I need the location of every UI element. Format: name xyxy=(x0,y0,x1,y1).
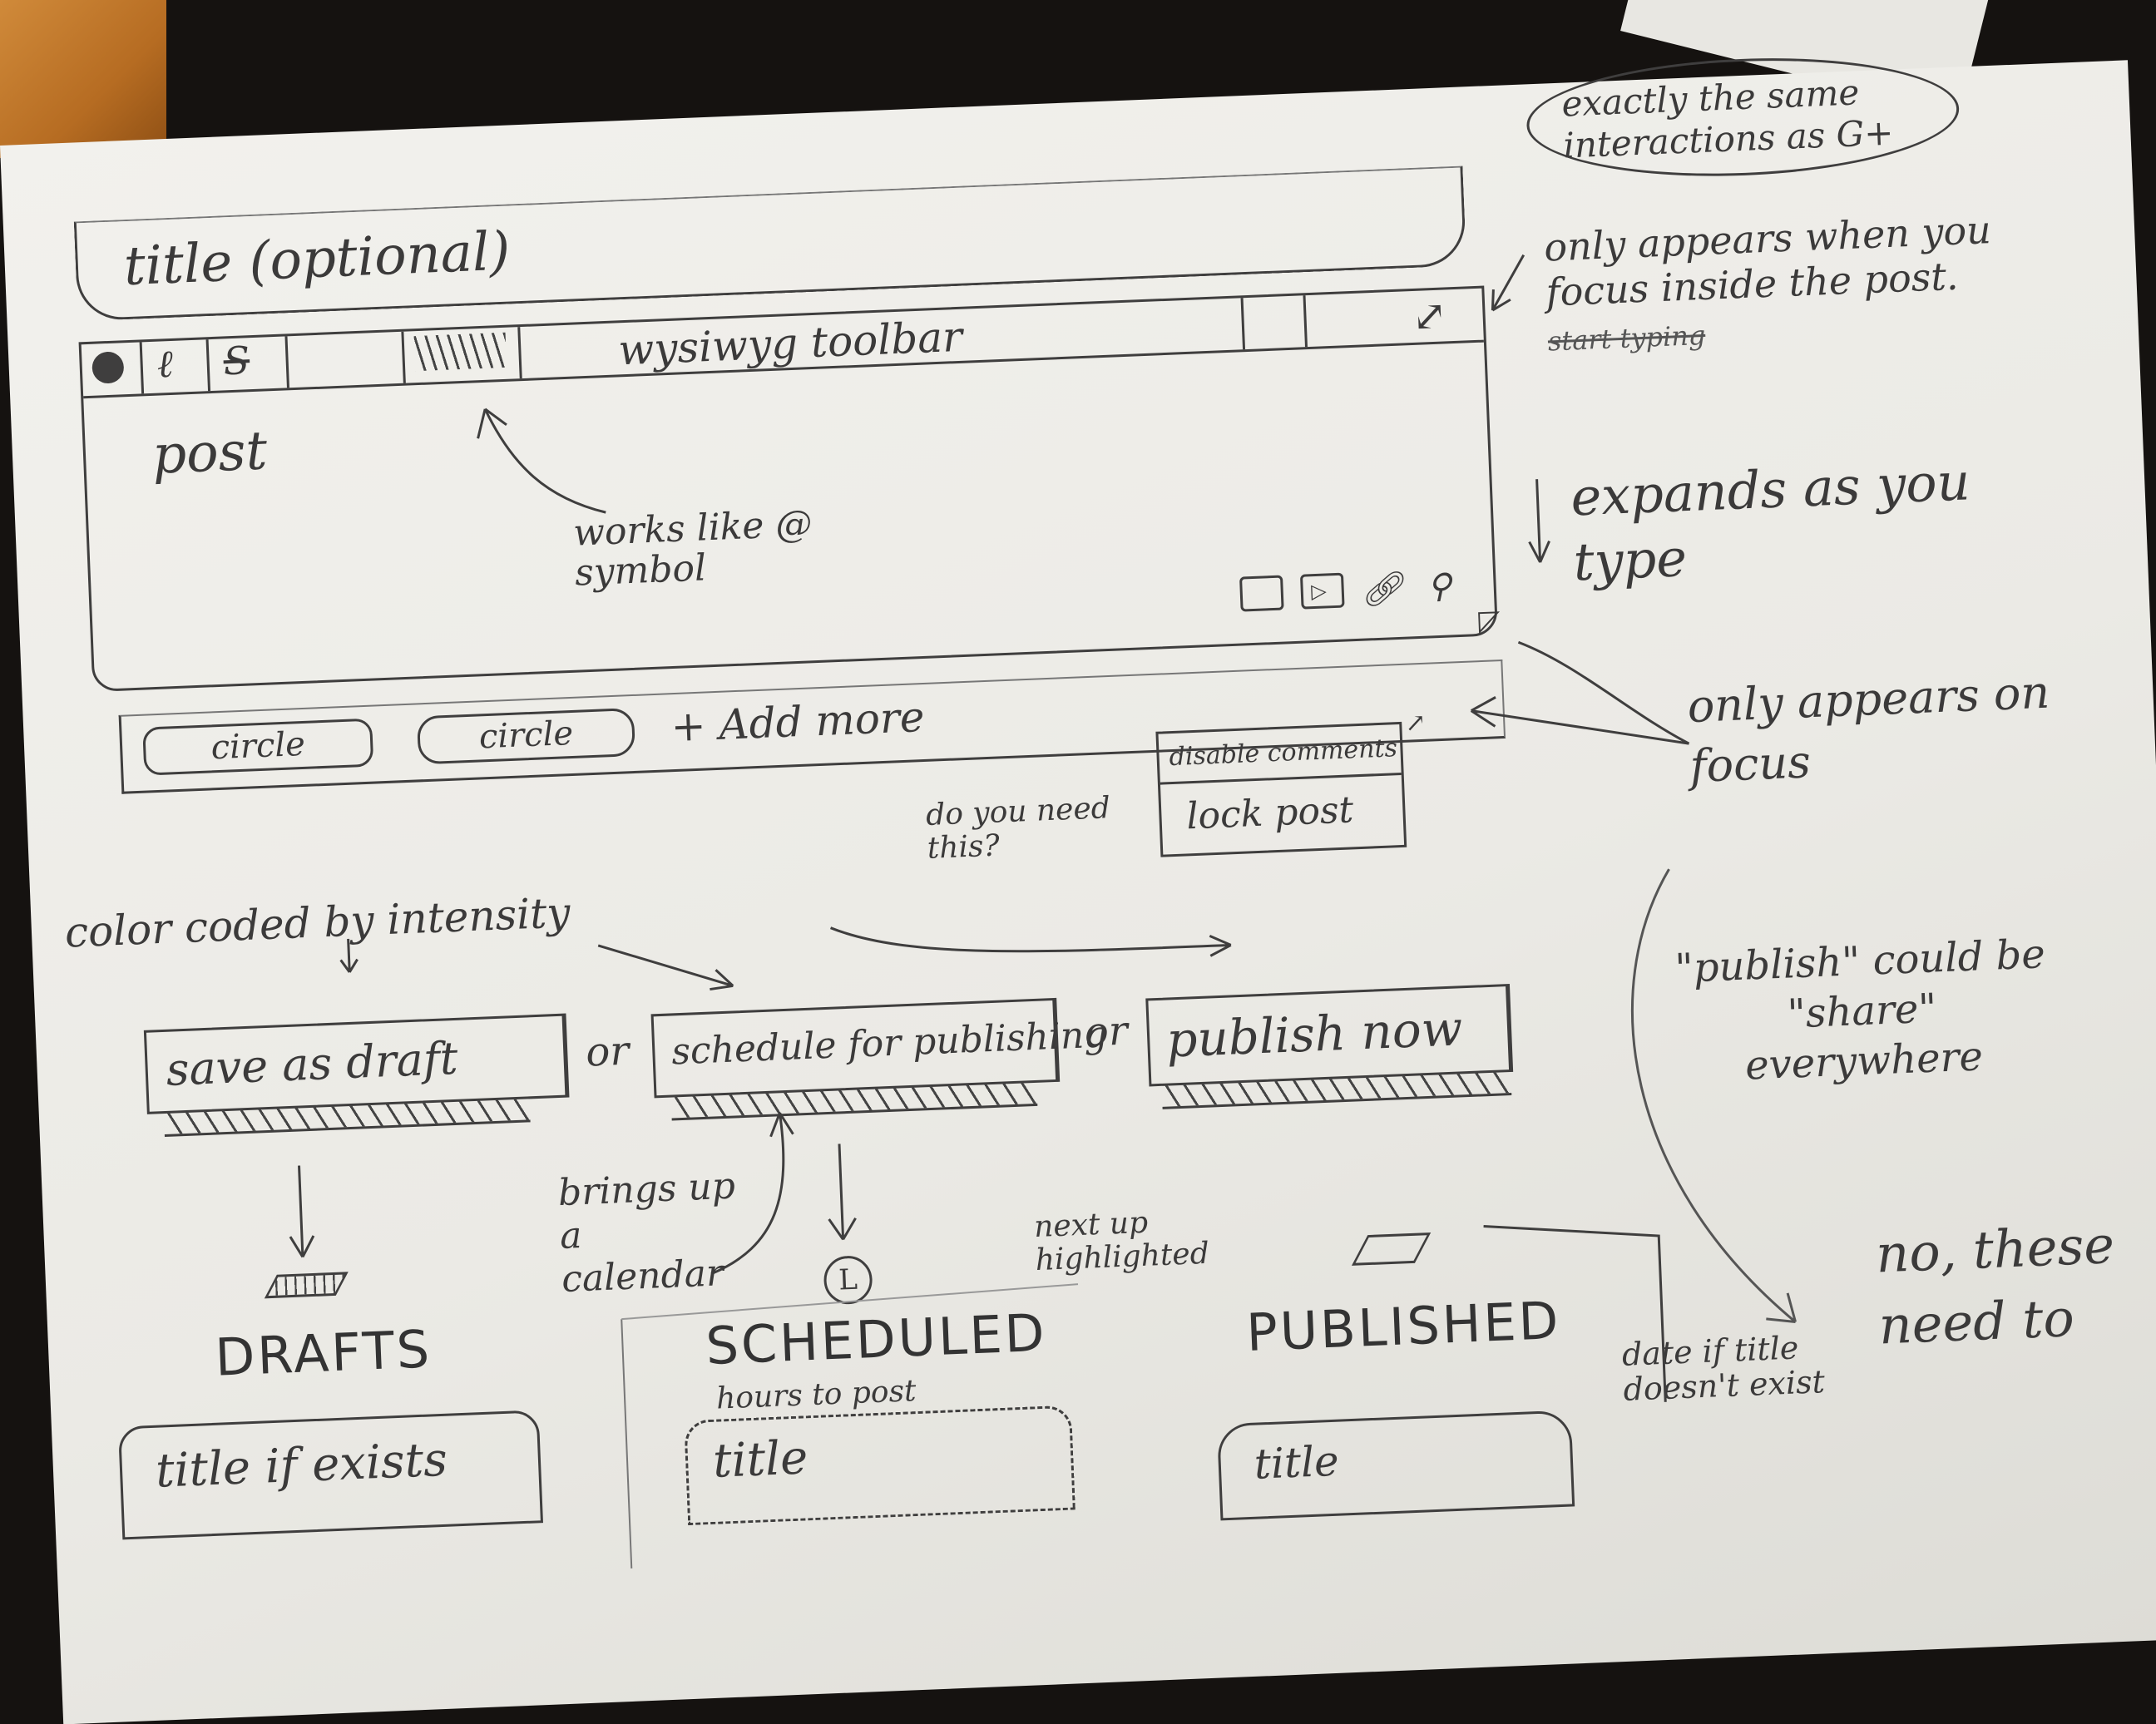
mention-icon[interactable] xyxy=(413,332,507,372)
note-on-focus: only appears on focus xyxy=(1686,665,2051,793)
arrow-on-focus xyxy=(1470,640,1690,745)
toolbar-label: wysiwyg toolbar xyxy=(617,312,963,375)
arrows-color-coded xyxy=(339,926,1232,991)
strikethrough-icon[interactable]: S xyxy=(222,338,251,384)
note-same-interactions: exactly the same interactions as G+ xyxy=(1524,50,1961,185)
note-publish-share: "publish" could be "share" everywhere xyxy=(1674,931,2046,1089)
bold-icon[interactable] xyxy=(91,351,125,384)
or-label: or xyxy=(1083,1007,1129,1056)
scheduled-bracket xyxy=(621,1224,1667,1568)
arrow-publish-share xyxy=(1630,868,1797,1324)
note-no-these: no, these need to xyxy=(1874,1214,2116,1356)
post-placeholder: post xyxy=(151,420,269,487)
drafts-heading: DRAFTS xyxy=(214,1318,433,1388)
divider xyxy=(205,339,211,392)
sketch-sheet: exactly the same interactions as G+ titl… xyxy=(0,50,2156,1724)
title-placeholder: title (optional) xyxy=(122,220,512,299)
publish-now-button[interactable]: publish now xyxy=(1145,983,1514,1087)
arrow-toolbar xyxy=(1491,254,1526,312)
italic-icon[interactable]: ℓ xyxy=(156,340,174,387)
attach-icons: ▷ 🔗︎ ⚲ xyxy=(1239,564,1459,614)
camera-icon[interactable] xyxy=(1239,575,1284,612)
save-draft-label: save as draft xyxy=(165,1031,459,1096)
resize-handle-icon[interactable]: ◸ xyxy=(1477,604,1501,639)
divider xyxy=(284,336,289,388)
expand-icon[interactable]: ⤢ xyxy=(1411,291,1448,342)
or-label: or xyxy=(585,1027,630,1076)
divider xyxy=(1240,298,1246,350)
divider xyxy=(401,331,406,383)
flow-arrows xyxy=(289,1144,857,1258)
arrow-calendar xyxy=(710,1112,794,1276)
divider xyxy=(517,327,522,379)
circle-chip[interactable]: circle xyxy=(416,707,636,765)
drafts-card[interactable]: title if exists xyxy=(117,1410,543,1540)
struck-text: start typing xyxy=(1547,319,1706,358)
arrow-expands xyxy=(1528,479,1550,563)
circle-chip[interactable]: circle xyxy=(142,718,374,776)
link-icon[interactable]: 🔗︎ xyxy=(1360,568,1411,610)
add-more-link[interactable]: + Add more xyxy=(670,692,926,752)
post-options-menu: disable comments lock post xyxy=(1155,721,1407,857)
note-mention: works like @ symbol xyxy=(572,502,813,595)
note-toolbar-appears: only appears when you focus inside the p… xyxy=(1543,207,1992,358)
divider xyxy=(139,342,145,394)
location-icon[interactable]: ⚲ xyxy=(1426,566,1459,606)
drafts-card-title: title if exists xyxy=(154,1432,448,1499)
lock-post-option[interactable]: lock post xyxy=(1185,788,1355,838)
note-do-you-need: do you need this? xyxy=(925,791,1111,866)
divider xyxy=(1303,295,1308,348)
note-expands: expands as you type xyxy=(1570,451,1971,593)
drafts-icon xyxy=(264,1272,349,1299)
desk-corner xyxy=(0,0,166,158)
publish-now-label: publish now xyxy=(1165,1000,1464,1069)
menu-expand-icon: ↗ xyxy=(1404,708,1427,739)
schedule-label: schedule for publishing xyxy=(670,1013,1109,1074)
video-icon[interactable]: ▷ xyxy=(1299,572,1345,610)
post-editor[interactable]: ℓ S wysiwyg toolbar ⤢ post ▷ 🔗︎ ⚲ ◸ xyxy=(78,285,1501,693)
arrow-mention xyxy=(477,408,606,514)
